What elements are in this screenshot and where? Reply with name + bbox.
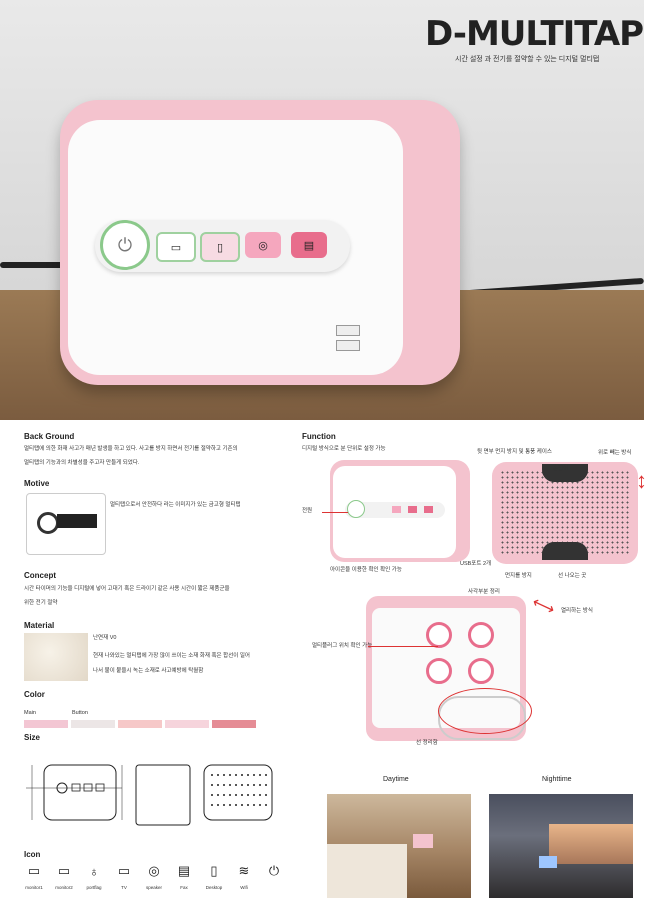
- color-swatch: [212, 720, 256, 728]
- speaker-button-icon: ◎: [245, 232, 281, 258]
- usb-port: [336, 325, 360, 336]
- size-heading: Size: [24, 733, 41, 742]
- color-swatch: [24, 720, 68, 728]
- front-view-drawing: [43, 764, 117, 821]
- function-note-digital: 디지털 방식으로 분 단위로 설정 가능: [302, 446, 386, 452]
- function-note-dust: 먼지를 방지: [505, 573, 532, 579]
- function-note-easy: 사각부분 정리: [468, 589, 500, 595]
- color-heading: Color: [24, 690, 45, 699]
- icon-label: speaker: [145, 885, 162, 890]
- material-text-2: 나서 불이 붙을시 녹는 소재로 사고예방에 탁월함: [93, 668, 204, 674]
- concept-text-1: 시간 타이머의 기능을 디지털에 넣어 고대기 혹은 드라이기 같은 사용 시간…: [24, 586, 230, 592]
- icon-label: TV: [121, 885, 127, 890]
- nighttime-label: Nighttime: [542, 776, 572, 783]
- fax-button-icon: ▤: [291, 232, 327, 258]
- icon-heading: Icon: [24, 850, 41, 859]
- icon-label: monitor1: [25, 885, 43, 890]
- desktop-icon: ▯: [210, 863, 218, 878]
- color-main-label: Main: [24, 710, 36, 716]
- background-text-2: 멀티탭의 기능과의 차별성을 주고자 만들게 되었다.: [24, 460, 140, 466]
- motive-text: 멀티탭으로서 안전하다 라는 이미지가 있는 금고형 멀티탭: [110, 502, 241, 508]
- function-note-open: 열리하는 방식: [561, 608, 593, 614]
- power-button-icon: ⏻: [100, 220, 150, 270]
- page-subtitle: 시간 설정 과 전기를 절약할 수 있는 디지털 멀티탭: [455, 56, 600, 63]
- background-heading: Back Ground: [24, 432, 75, 441]
- material-text-1: 현재 나와있는 멀티탭에 가장 많이 쓰이는 소재 화재 혹은 합선이 일어: [93, 653, 250, 659]
- concept-heading: Concept: [24, 571, 56, 580]
- motive-heading: Motive: [24, 479, 50, 488]
- background-text-1: 멀티탭에 의한 화재 사고가 매년 발생을 하고 있다. 사고를 방지 하면서 …: [24, 446, 238, 452]
- fax-icon: ▤: [177, 863, 191, 878]
- color-swatch: [71, 720, 115, 728]
- color-swatch: [165, 720, 209, 728]
- power-icon: ⏻: [268, 863, 280, 878]
- icon-label: Fax: [180, 885, 188, 890]
- concept-text-2: 위한 전기 절약: [24, 600, 58, 606]
- function-back-diagram: [492, 462, 638, 564]
- speaker-icon: ◎: [148, 863, 160, 878]
- callout-line: [322, 512, 348, 513]
- color-button-label: Button: [72, 710, 88, 716]
- icon-label: Wifi: [240, 885, 248, 890]
- callout-line: [368, 646, 438, 647]
- function-note-cable: 선 정리함: [416, 740, 438, 746]
- usb-port: [336, 340, 360, 351]
- tv-icon: ▭: [117, 863, 131, 878]
- portflag-icon: ♁: [89, 863, 99, 879]
- cable: [0, 262, 80, 268]
- function-heading: Function: [302, 432, 336, 441]
- safe-image: [26, 493, 106, 555]
- side-view-drawing: [135, 764, 191, 826]
- function-note-pos: 멀티플러그 위치 확인 가능: [312, 643, 373, 649]
- wifi-icon: ≋: [238, 863, 250, 878]
- function-note-usb: USB포트 2개: [460, 561, 492, 567]
- back-view-drawing: [203, 764, 273, 821]
- function-note-cableout: 선 나오는 곳: [558, 573, 587, 579]
- safe-dial-icon: [37, 512, 59, 534]
- color-swatch: [118, 720, 162, 728]
- monitor1-icon: ▭: [27, 863, 41, 878]
- material-name: 난연재 V0: [93, 635, 117, 641]
- function-note-pull: 위로 빼는 방식: [598, 450, 632, 456]
- callout-ellipse: [438, 688, 532, 734]
- icon-label: monitor2: [55, 885, 73, 890]
- nighttime-image: [489, 794, 633, 898]
- monitor-button-icon: ▭: [156, 232, 196, 262]
- icon-label: Desktop: [205, 885, 223, 890]
- function-front-diagram: [330, 460, 470, 562]
- daytime-image: [327, 794, 471, 898]
- function-note-vent: 뒷 면부 먼지 방지 및 통풍 케이스: [477, 449, 552, 455]
- function-note-icon: 아이콘을 이용한 확인 확인 가능: [330, 567, 402, 573]
- page-title: D-MULTITAP: [425, 14, 644, 54]
- safe-panel: [57, 514, 97, 528]
- material-image: [24, 633, 88, 681]
- daytime-label: Daytime: [383, 776, 409, 783]
- monitor2-icon: ▭: [57, 863, 71, 878]
- up-down-arrow-icon: ↕: [636, 468, 647, 493]
- material-heading: Material: [24, 621, 55, 630]
- desktop-button-icon: ▯: [200, 232, 240, 262]
- icon-label: portflag: [86, 885, 102, 890]
- open-arrow-icon: ⟷: [529, 593, 558, 620]
- size-drawings: [26, 764, 273, 826]
- function-note-power: 전원: [302, 508, 313, 514]
- function-note-handle: 손잡이: [553, 466, 569, 472]
